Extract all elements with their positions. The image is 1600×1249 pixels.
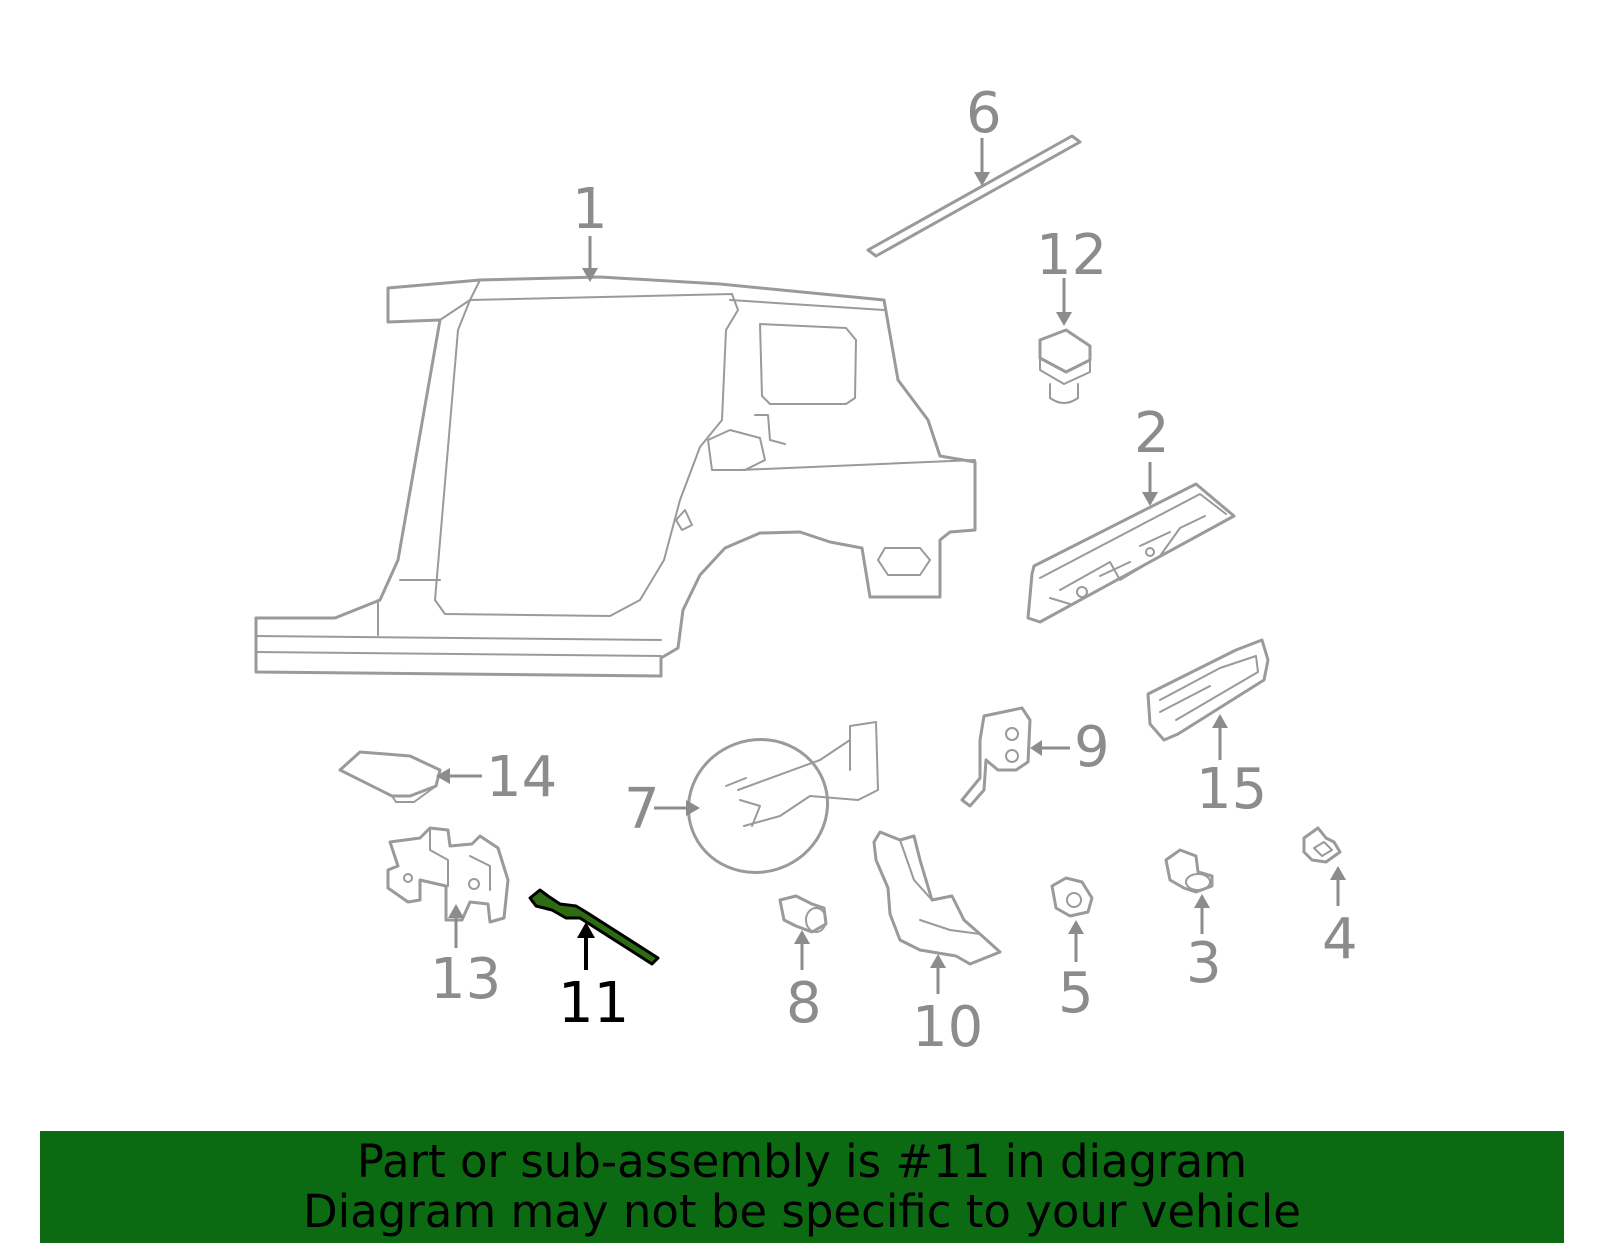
callout-2[interactable]: 2 xyxy=(1134,401,1170,466)
callout-8-arrowhead xyxy=(794,930,810,944)
callout-4[interactable]: 4 xyxy=(1322,907,1358,972)
part-12-clip[interactable] xyxy=(1038,328,1092,404)
callout-9-arrowhead xyxy=(1030,740,1042,756)
callout-10-arrowhead xyxy=(930,954,946,968)
part-11-rod-highlighted[interactable] xyxy=(528,888,660,966)
callout-13-arrowhead xyxy=(448,904,464,918)
callout-7-arrowhead xyxy=(686,800,700,816)
banner-line-1: Part or sub-assembly is #11 in diagram xyxy=(356,1135,1248,1188)
part-2-reinforcement[interactable] xyxy=(1026,482,1236,624)
callout-15-arrowhead xyxy=(1212,714,1228,728)
part-4-retainer[interactable] xyxy=(1302,826,1342,864)
callout-5-arrowhead xyxy=(1068,920,1084,934)
callout-1[interactable]: 1 xyxy=(572,177,608,242)
part-8-plug[interactable] xyxy=(778,894,828,934)
callout-8[interactable]: 8 xyxy=(786,971,822,1036)
callout-12[interactable]: 12 xyxy=(1036,223,1107,288)
part-10-bracket[interactable] xyxy=(872,830,1002,966)
callout-3-arrowhead xyxy=(1194,894,1210,908)
callout-10[interactable]: 10 xyxy=(912,995,983,1060)
callout-4-arrowhead xyxy=(1330,866,1346,880)
callout-2-arrowhead xyxy=(1142,492,1158,506)
banner-line-2: Diagram may not be specific to your vehi… xyxy=(303,1185,1301,1238)
callout-6-arrowhead xyxy=(974,172,990,186)
callout-14[interactable]: 14 xyxy=(486,745,557,810)
callout-14-arrowhead xyxy=(436,768,450,784)
part-6-molding-strip[interactable] xyxy=(866,134,1082,258)
part-9-hinge-bracket[interactable] xyxy=(960,706,1032,808)
part-15-pocket[interactable] xyxy=(1146,638,1270,742)
callout-5[interactable]: 5 xyxy=(1058,961,1094,1026)
part-14-fuel-door-cover[interactable] xyxy=(338,750,442,803)
part-7-fuel-door[interactable] xyxy=(670,720,879,892)
info-banner: Part or sub-assembly is #11 in diagram D… xyxy=(40,1131,1564,1243)
callout-7[interactable]: 7 xyxy=(624,777,660,842)
callout-13[interactable]: 13 xyxy=(430,947,501,1012)
callout-9[interactable]: 9 xyxy=(1074,715,1110,780)
part-1-quarter-panel[interactable] xyxy=(254,275,977,678)
callout-11-arrowhead xyxy=(577,922,595,938)
callout-3[interactable]: 3 xyxy=(1186,931,1222,996)
part-13-bracket[interactable] xyxy=(386,826,510,924)
callout-12-arrowhead xyxy=(1056,312,1072,326)
callout-1-arrowhead xyxy=(582,268,598,282)
part-3-clip[interactable] xyxy=(1164,848,1214,894)
callout-11[interactable]: 11 xyxy=(558,971,629,1036)
callout-6[interactable]: 6 xyxy=(966,81,1002,146)
callout-15[interactable]: 15 xyxy=(1196,757,1267,822)
part-5-nut[interactable] xyxy=(1050,876,1094,918)
